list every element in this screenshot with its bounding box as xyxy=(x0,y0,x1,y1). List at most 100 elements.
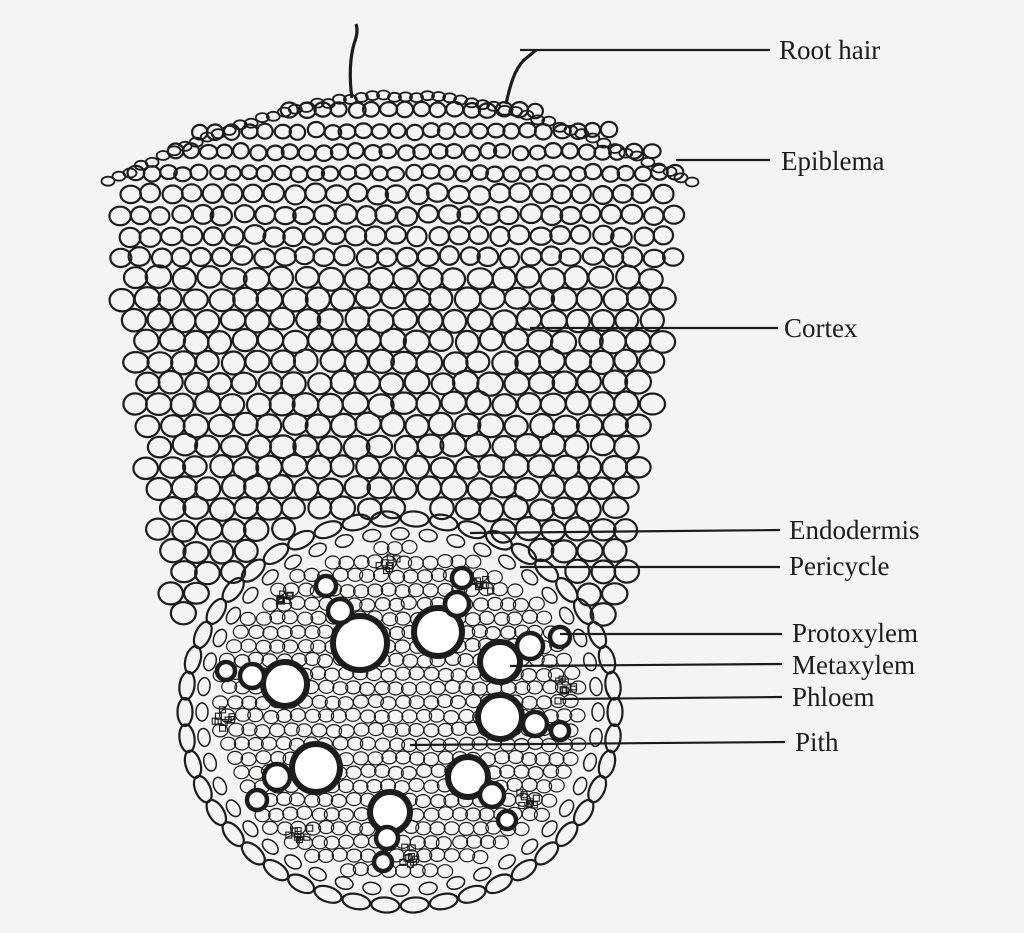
protoxylem-vessel xyxy=(514,630,546,662)
cortex-cell xyxy=(329,143,349,161)
epiblema-cell xyxy=(221,124,237,136)
cortex-cell xyxy=(624,142,644,160)
cortex-cell xyxy=(430,372,456,396)
cortex-cell xyxy=(230,245,254,266)
pericycle-cell xyxy=(284,854,302,870)
cortex-cell xyxy=(440,267,467,291)
cortex-cell xyxy=(453,286,482,312)
pith-cell xyxy=(255,639,272,655)
cortex-cell xyxy=(425,182,449,203)
cortex-cell xyxy=(630,183,653,205)
pith-cell xyxy=(401,709,418,724)
cortex-cell xyxy=(417,308,444,333)
pith-cell xyxy=(400,595,417,611)
pith-cell xyxy=(347,736,364,751)
cortex-cell xyxy=(507,224,531,246)
pericycle-cell xyxy=(390,527,410,541)
pith-cell xyxy=(423,752,440,767)
cortex-cell xyxy=(528,144,547,161)
cortex-cell xyxy=(638,349,666,374)
cortex-cell xyxy=(139,182,162,204)
pith-cell xyxy=(472,849,489,865)
cortex-cell xyxy=(404,454,431,480)
pith-cell xyxy=(386,541,403,556)
pith-cell xyxy=(262,597,279,613)
cortex-cell xyxy=(304,413,332,439)
cortex-cell xyxy=(268,391,296,417)
pith-cell xyxy=(423,695,440,710)
cortex-cell xyxy=(563,434,590,459)
cortex-cell xyxy=(552,414,580,438)
cortex-cell xyxy=(508,182,532,204)
pith-cell xyxy=(212,723,229,738)
pith-cell xyxy=(374,680,391,696)
cortex-cell xyxy=(601,369,629,395)
protoxylem-vessel xyxy=(214,659,238,683)
cortex-cell xyxy=(220,559,247,584)
cortex-cell xyxy=(620,203,644,225)
endodermis-cell xyxy=(262,542,290,566)
cortex-cell xyxy=(429,496,455,521)
cortex-cell xyxy=(511,145,530,162)
pith-cell xyxy=(241,722,258,737)
pith-cell xyxy=(330,821,347,836)
cortex-cell xyxy=(249,144,268,162)
root-hairs xyxy=(348,23,538,105)
pith-cell xyxy=(352,751,369,766)
leader-line-endodermis xyxy=(469,528,781,535)
cortex-cell xyxy=(324,184,349,205)
pith-cell xyxy=(366,778,383,794)
cortex-cell xyxy=(498,247,521,269)
pith-cell xyxy=(323,835,340,850)
cortex-cell xyxy=(599,120,619,139)
label-root-hair: Root hair xyxy=(779,35,881,65)
cortex-cell xyxy=(550,539,578,564)
cortex-cell xyxy=(478,497,505,523)
pith-cell xyxy=(330,709,347,724)
pericycle-cell xyxy=(541,586,558,604)
pericycle-cell xyxy=(521,569,539,586)
cortex-cell xyxy=(354,328,382,353)
cortex-cell xyxy=(313,204,337,226)
pith-cell xyxy=(276,625,293,640)
cortex-cell xyxy=(182,495,210,520)
pith-cell xyxy=(536,695,553,710)
cortex-cell xyxy=(558,247,582,267)
cortex-cell xyxy=(464,433,492,458)
endodermis-cell xyxy=(178,723,196,754)
cortex-cell xyxy=(386,166,406,182)
cortex-cell xyxy=(157,287,183,312)
cortex-cell xyxy=(503,414,529,438)
pith-cell xyxy=(353,722,370,737)
cortex-cell xyxy=(503,286,532,310)
cortex-cell xyxy=(418,266,444,291)
cortex-cell xyxy=(442,308,468,334)
cortex-cell xyxy=(243,224,267,245)
cortex-cell xyxy=(294,265,320,289)
pericycle-cell xyxy=(202,652,218,672)
pith-cell xyxy=(486,570,503,585)
pith-cell xyxy=(540,738,558,753)
cortex-cell xyxy=(262,182,286,204)
cortex-cell xyxy=(642,248,666,269)
epiblema-cell xyxy=(596,137,612,149)
cortex-cell xyxy=(539,474,566,499)
cortex-cell xyxy=(648,330,677,354)
protoxylem-vessel xyxy=(495,808,519,832)
cortex-cell xyxy=(243,474,271,500)
pith-cell xyxy=(311,723,328,738)
cortex-cell xyxy=(378,143,398,160)
pericycle-cell xyxy=(308,542,328,558)
pith-cell xyxy=(345,765,362,780)
cortex-cell xyxy=(384,184,408,204)
pericycle-cell xyxy=(308,866,328,882)
cortex-cell xyxy=(208,288,236,313)
cortex-cell xyxy=(144,264,173,290)
pith-cell xyxy=(296,805,313,820)
cortex-cell xyxy=(528,287,556,311)
pericycle-cell xyxy=(558,606,575,625)
cortex-cell xyxy=(576,370,602,394)
pith-cell xyxy=(437,750,454,765)
cortex-cell xyxy=(157,369,184,395)
cortex-cell xyxy=(366,184,390,206)
